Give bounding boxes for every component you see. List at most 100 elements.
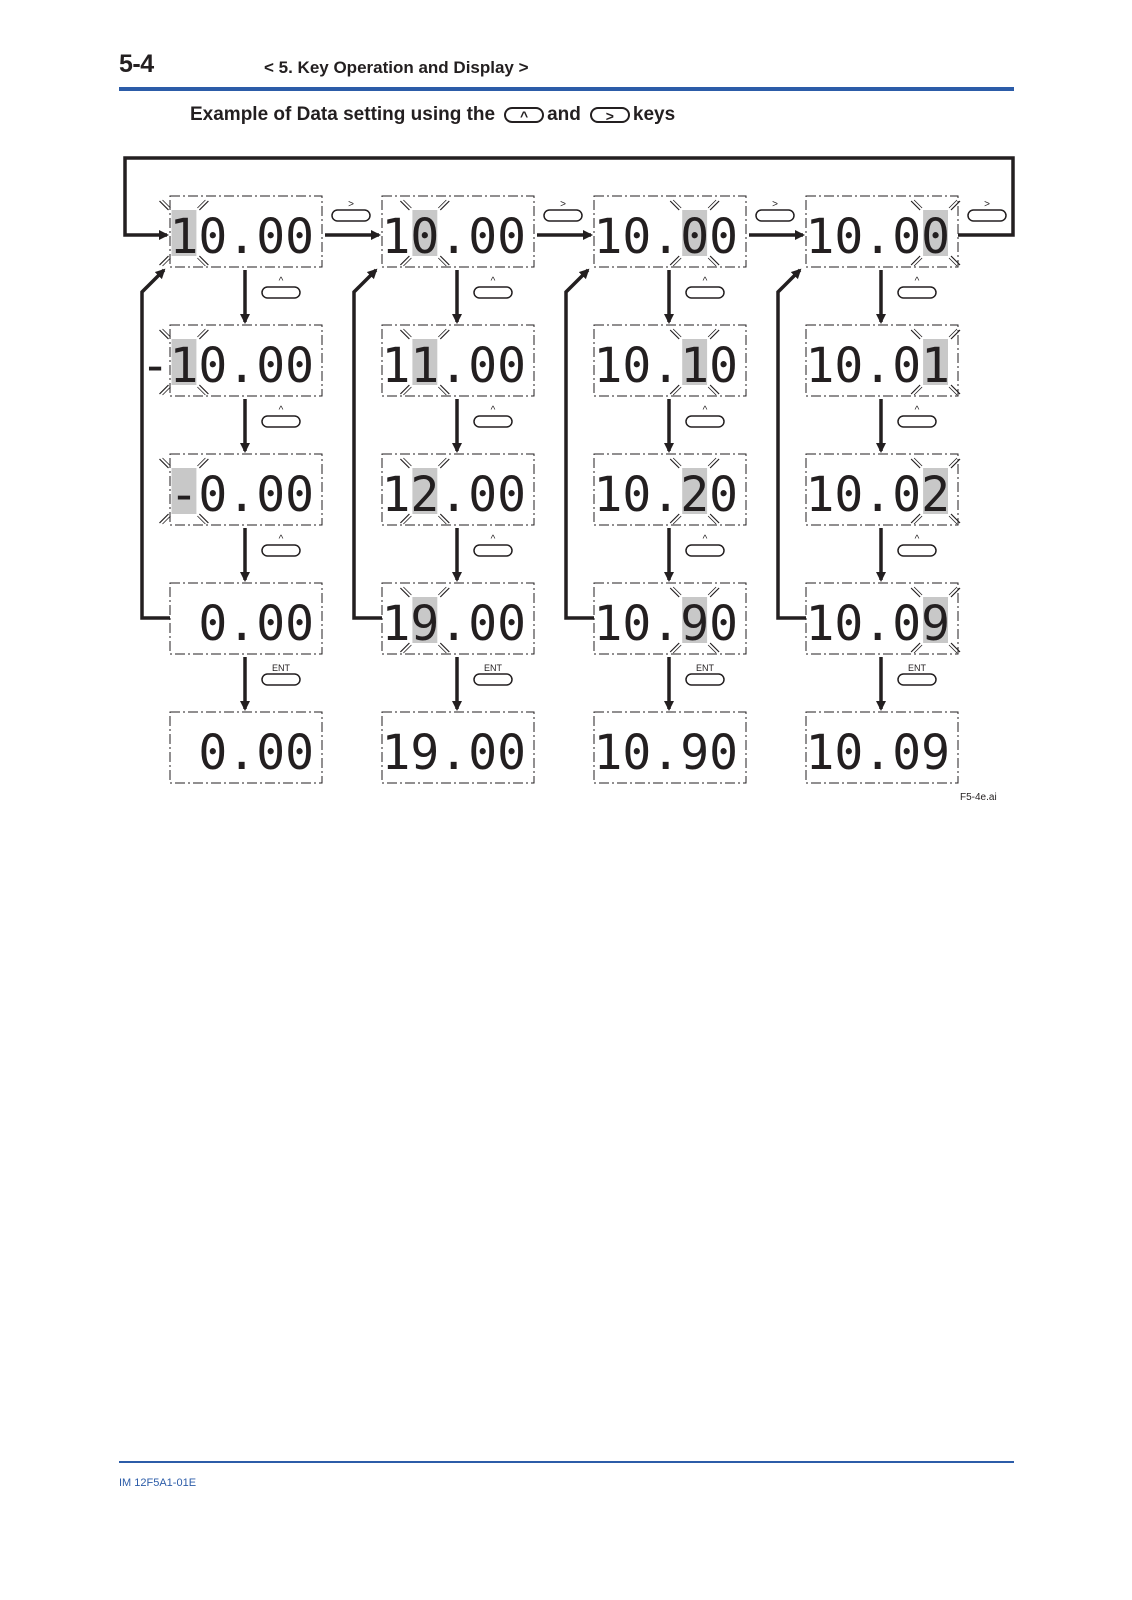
blink-ray <box>672 515 682 525</box>
blink-ray <box>950 384 961 395</box>
blink-ray <box>709 513 720 524</box>
blink-ray <box>399 642 410 653</box>
right-key-label: > <box>348 199 354 210</box>
lcd-digits: 11.00 <box>382 338 527 394</box>
lcd-digits: 10.20 <box>594 467 739 523</box>
enter-key-label: ENT <box>484 663 503 673</box>
up-key-icon <box>473 415 513 428</box>
blink-ray <box>399 255 410 266</box>
blink-ray <box>669 458 680 469</box>
data-setting-diagram: 10.00^-10.00^-0.00^0.00ENT0.00>10.00^11.… <box>123 156 1015 784</box>
caption-prefix: Example of Data setting using the <box>190 104 496 125</box>
lcd-digits: -10.00 <box>141 338 314 394</box>
blink-ray <box>403 457 412 467</box>
blink-ray <box>709 642 720 653</box>
blink-ray <box>707 586 717 596</box>
blink-ray <box>672 457 682 467</box>
blink-ray <box>403 644 412 654</box>
blink-ray <box>438 199 447 209</box>
document-id: IM 12F5A1-01E <box>119 1477 197 1489</box>
blink-ray <box>672 586 682 596</box>
blink-ray <box>948 644 958 654</box>
up-key-label: ^ <box>279 405 284 416</box>
caption-suffix: keys <box>632 104 676 125</box>
blink-ray <box>438 586 447 596</box>
up-key-icon <box>261 544 301 557</box>
blink-highlight <box>923 468 948 514</box>
blink-ray <box>913 386 923 396</box>
blink-ray <box>707 257 717 267</box>
blink-ray <box>198 200 209 211</box>
lcd-digits: 0.00 <box>198 596 314 652</box>
blink-ray <box>707 328 717 338</box>
lcd-digits: 10.10 <box>594 338 739 394</box>
enter-key-icon <box>473 673 513 686</box>
blink-ray <box>159 255 169 266</box>
blink-ray <box>948 257 958 267</box>
blink-ray <box>948 586 958 596</box>
blink-ray <box>439 329 450 340</box>
blink-ray <box>403 199 412 209</box>
lcd-frame <box>593 711 747 784</box>
lcd-frame <box>169 711 323 784</box>
up-key-label: ^ <box>491 534 496 545</box>
blink-ray <box>669 255 680 266</box>
blink-ray <box>913 586 923 596</box>
figure-caption: Example of Data setting using the ^ and … <box>190 104 675 126</box>
up-key-icon <box>897 544 937 557</box>
blink-ray <box>438 457 447 467</box>
footer-rule <box>119 1461 1014 1463</box>
blink-ray <box>162 386 171 396</box>
blink-ray <box>707 386 717 396</box>
blink-highlight <box>923 597 948 643</box>
blink-ray <box>707 644 717 654</box>
blink-ray <box>197 199 206 209</box>
enter-key-icon <box>897 673 937 686</box>
blink-ray <box>913 644 923 654</box>
lcd-frame <box>169 453 323 526</box>
return-arrow <box>140 268 170 620</box>
up-key-icon <box>897 286 937 299</box>
blink-ray <box>669 587 680 598</box>
blink-highlight <box>923 339 948 385</box>
lcd-digits: 10.00 <box>806 209 951 265</box>
lcd-digits: -0.00 <box>170 467 315 523</box>
blink-ray <box>403 257 412 267</box>
blink-ray <box>438 644 447 654</box>
up-key-label: ^ <box>915 405 920 416</box>
up-key-label: ^ <box>915 534 920 545</box>
blink-ray <box>707 199 717 209</box>
blink-ray <box>198 384 209 395</box>
blink-ray <box>950 329 961 340</box>
lcd-frame <box>593 195 747 268</box>
blink-ray <box>672 328 682 338</box>
blink-ray <box>913 199 923 209</box>
blink-ray <box>159 513 169 524</box>
return-arrow <box>564 268 594 620</box>
figure-id: F5-4e.ai <box>960 792 997 803</box>
blink-ray <box>399 587 410 598</box>
enter-key-icon <box>685 673 725 686</box>
blink-ray <box>669 200 680 211</box>
blink-ray <box>403 586 412 596</box>
up-key-label: ^ <box>703 534 708 545</box>
up-key-icon <box>473 286 513 299</box>
lcd-frame <box>805 324 959 397</box>
blink-ray <box>439 384 450 395</box>
blink-ray <box>159 200 169 211</box>
lcd-frame <box>593 453 747 526</box>
blink-ray <box>672 257 682 267</box>
enter-key-label: ENT <box>696 663 715 673</box>
lcd-frame <box>805 453 959 526</box>
enter-key-label: ENT <box>908 663 927 673</box>
blink-ray <box>399 384 410 395</box>
blink-ray <box>399 200 410 211</box>
blink-highlight <box>171 210 197 256</box>
header-rule <box>119 87 1014 91</box>
blink-ray <box>197 257 206 267</box>
blink-ray <box>672 644 682 654</box>
blink-ray <box>950 458 961 469</box>
right-key-icon: > <box>589 107 630 124</box>
blink-ray <box>162 257 171 267</box>
blink-ray <box>669 642 680 653</box>
